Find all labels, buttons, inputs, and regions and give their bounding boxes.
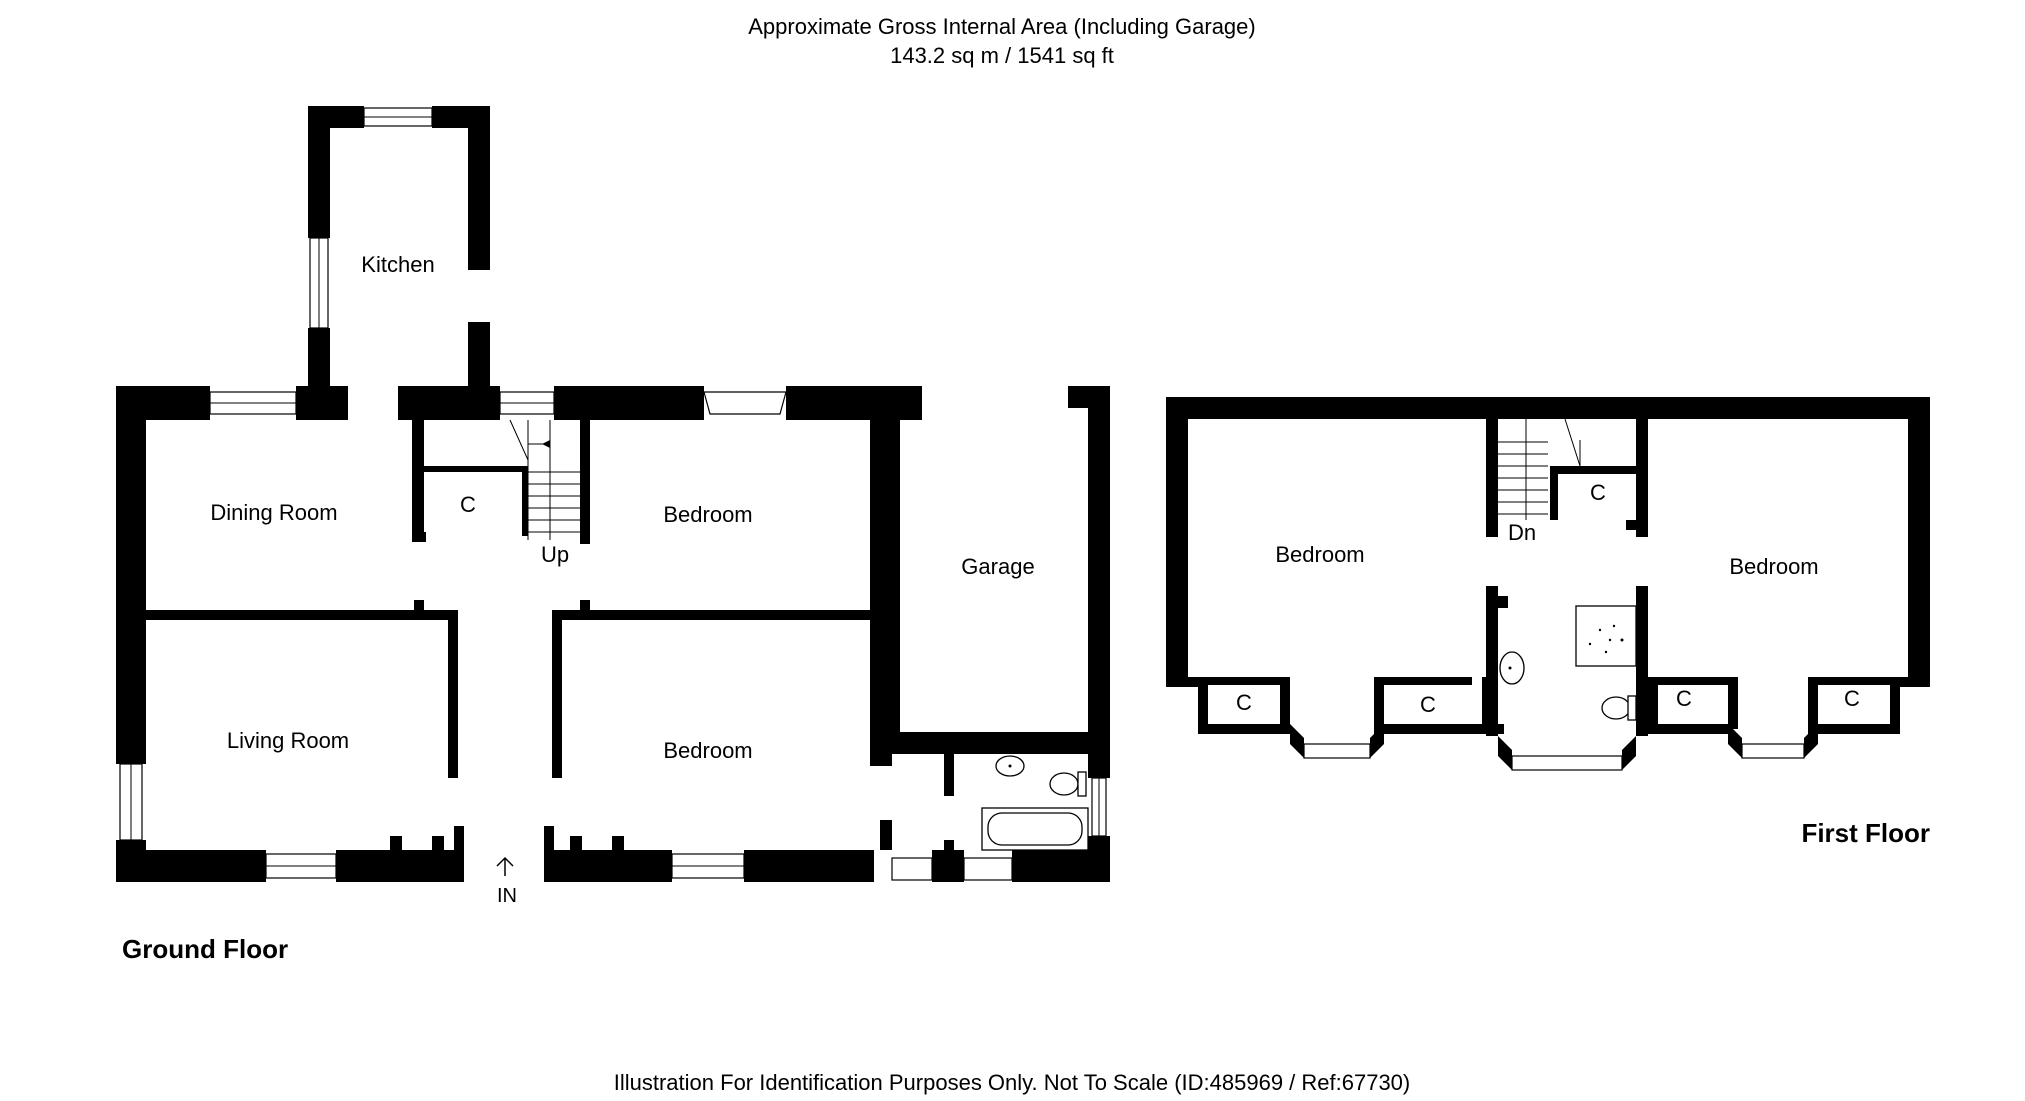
- ground-floor-title: Ground Floor: [122, 934, 288, 964]
- room-label-garage: Garage: [961, 554, 1034, 579]
- stairs-down: [1498, 418, 1581, 520]
- first-floor-title: First Floor: [1801, 818, 1930, 848]
- first-floor-plan: Bedroom Dn C Bedroom C C C C First Floor: [1166, 397, 1930, 848]
- room-label-bedroom-left: Bedroom: [1275, 542, 1364, 567]
- area-title: Approximate Gross Internal Area (Includi…: [748, 14, 1255, 39]
- entrance-label: IN: [497, 885, 517, 907]
- room-label-cupboard-3: C: [1676, 686, 1692, 711]
- room-label-cupboard-2: C: [1420, 692, 1436, 717]
- room-label-cupboard-stair: C: [1590, 480, 1606, 505]
- disclaimer: Illustration For Identification Purposes…: [614, 1070, 1411, 1095]
- entrance-arrow-icon: [496, 856, 514, 876]
- area-value: 143.2 sq m / 1541 sq ft: [890, 43, 1114, 68]
- room-label-cupboard: C: [460, 492, 476, 517]
- basin-icon: [995, 755, 1025, 777]
- shower-icon: [1575, 605, 1637, 667]
- room-label-kitchen: Kitchen: [361, 252, 434, 277]
- stairs-up: [509, 419, 580, 540]
- room-label-cupboard-1: C: [1236, 690, 1252, 715]
- bath-icon: [981, 807, 1089, 851]
- wc-icon: [1601, 695, 1637, 721]
- ground-floor-plan: Kitchen Dining Room C Up Bedroom Garage …: [116, 106, 1110, 964]
- room-label-dining-room: Dining Room: [210, 500, 337, 525]
- room-label-cupboard-4: C: [1844, 686, 1860, 711]
- room-label-living-room: Living Room: [227, 728, 349, 753]
- room-label-bedroom-rear: Bedroom: [663, 502, 752, 527]
- room-label-bedroom-front: Bedroom: [663, 738, 752, 763]
- room-label-bedroom-right: Bedroom: [1729, 554, 1818, 579]
- room-label-stairs-up: Up: [541, 542, 569, 567]
- room-label-stairs-down: Dn: [1508, 520, 1536, 545]
- wc-icon: [1049, 771, 1087, 797]
- basin-icon: [1499, 651, 1525, 685]
